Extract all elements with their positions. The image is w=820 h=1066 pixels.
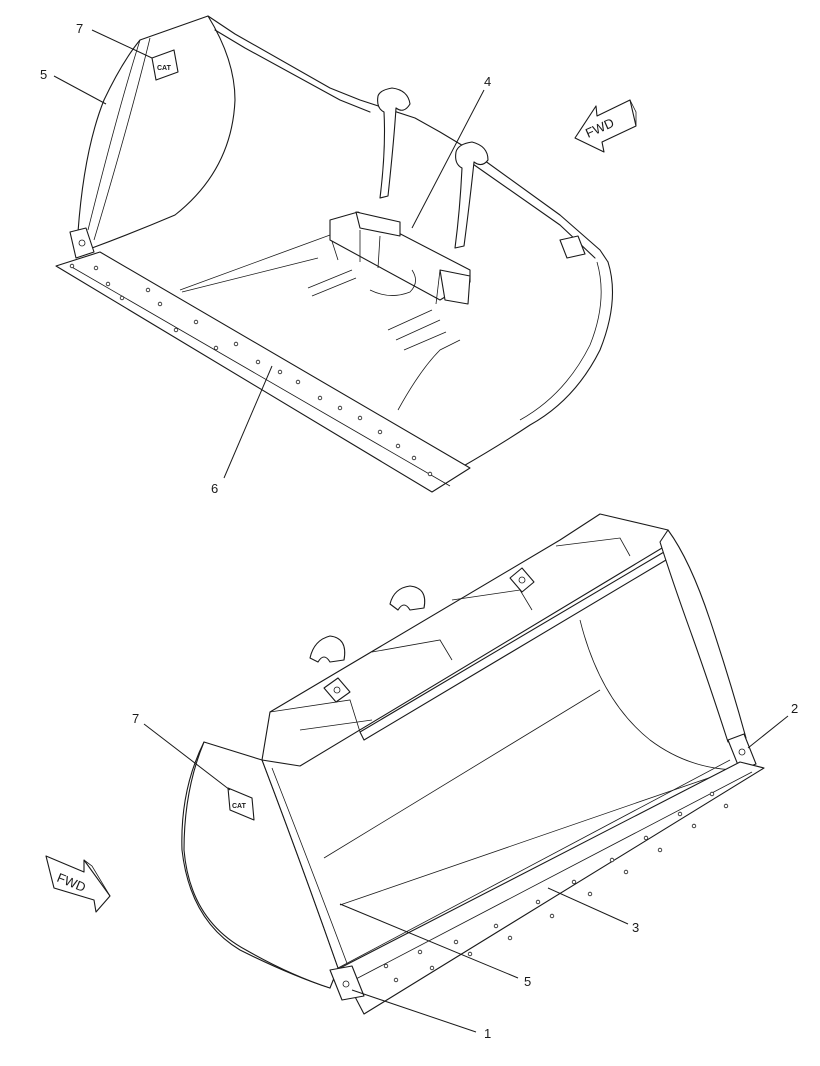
bottom-callouts: 7 2 3 5 1 [132,701,798,1041]
top-coupler-bracket-assembly [307,211,471,351]
bottom-left-curved-side [181,741,331,989]
bottom-right-side-plate [659,529,747,743]
top-mounting-hook-left [377,87,411,199]
svg-text:CAT: CAT [157,65,172,72]
bottom-fwd-arrow: FWD [45,855,111,913]
top-callout-7: 7 [76,21,83,36]
top-fwd-arrow: FWD [574,99,637,153]
top-right-curved-back [459,261,614,469]
bottom-cutting-edge [339,761,765,1015]
bottom-left-side-plate [183,741,339,989]
svg-text:CAT: CAT [232,803,247,810]
bottom-callout-1: 1 [484,1026,491,1041]
bottom-callout-5: 5 [524,974,531,989]
top-left-side-plate [77,15,236,249]
top-callout-4: 4 [484,74,491,89]
bottom-callout-2: 2 [791,701,798,716]
bottom-cat-logo-decal: CAT [227,787,255,821]
bottom-cutting-edge-bolt-holes [383,791,729,983]
top-cutting-edge-bolt-holes [69,263,433,477]
top-mounting-hook-right [454,141,489,249]
top-bucket-view: CAT [55,15,614,493]
bottom-callout-3: 3 [632,920,639,935]
bottom-top-rail [261,513,673,767]
top-cutting-edge [55,251,471,493]
bottom-bucket-view: CAT [181,513,765,1015]
top-cat-logo-decal: CAT [151,49,179,81]
top-callout-6: 6 [211,481,218,496]
bottom-mounting-hook-2 [389,585,426,611]
bottom-mounting-hook-1 [309,635,346,663]
bottom-callout-7: 7 [132,711,139,726]
top-callout-5: 5 [40,67,47,82]
top-callouts: 7 5 4 6 [40,21,491,496]
